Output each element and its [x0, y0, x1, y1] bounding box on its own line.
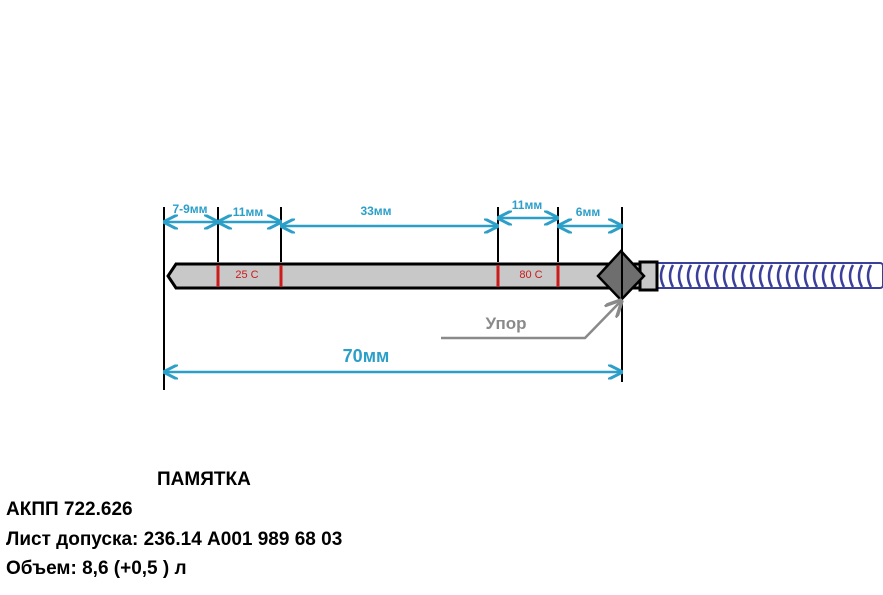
cable-coil	[695, 264, 702, 288]
memo-approval-sheet: Лист допуска: 236.14 А001 989 68 03	[6, 529, 343, 550]
cable-coil	[713, 264, 720, 288]
cable-coil	[749, 264, 756, 288]
mark-label-25c: 25 С	[235, 269, 258, 281]
cable-coil	[794, 264, 801, 288]
memo-volume: Объем: 8,6 (+0,5 ) л	[6, 558, 187, 579]
dimension-label-6mm: 6мм	[576, 205, 601, 219]
stop-leader-arrow	[441, 302, 620, 340]
mark-label-80c: 80 С	[519, 269, 542, 281]
dipstick-rod	[166, 260, 659, 292]
cable-coil	[803, 264, 810, 288]
cable-coil	[704, 264, 711, 288]
cable	[654, 262, 883, 289]
cable-coil	[686, 264, 693, 288]
dimension-label-11mm-left: 11мм	[233, 205, 264, 219]
cable-coil	[722, 264, 729, 288]
dimension-label-11mm-right: 11мм	[512, 198, 543, 212]
cable-coil	[677, 264, 684, 288]
cable-coil	[830, 264, 837, 288]
stop-label: Упор	[486, 314, 527, 333]
cable-coil	[812, 264, 819, 288]
cable-coil	[785, 264, 792, 288]
dimension-label-7-9mm: 7-9мм	[172, 202, 207, 216]
dimension-label-33mm: 33мм	[360, 204, 391, 218]
cable-coil	[740, 264, 747, 288]
memo-transmission: АКПП 722.626	[6, 499, 133, 520]
cable-coil	[659, 264, 666, 288]
cable-coil	[839, 264, 846, 288]
cable-coil	[857, 264, 864, 288]
extension-lines	[163, 207, 623, 390]
cable-coil	[821, 264, 828, 288]
cable-coil	[866, 264, 873, 288]
cable-coil	[848, 264, 855, 288]
cable-coil	[731, 264, 738, 288]
dimension-arrows	[166, 218, 620, 372]
cable-coil	[668, 264, 675, 288]
cable-coil	[767, 264, 774, 288]
cable-coil	[776, 264, 783, 288]
cable-coil	[758, 264, 765, 288]
memo-title: ПАМЯТКА	[157, 469, 251, 490]
dimension-label-total: 70мм	[343, 346, 390, 366]
